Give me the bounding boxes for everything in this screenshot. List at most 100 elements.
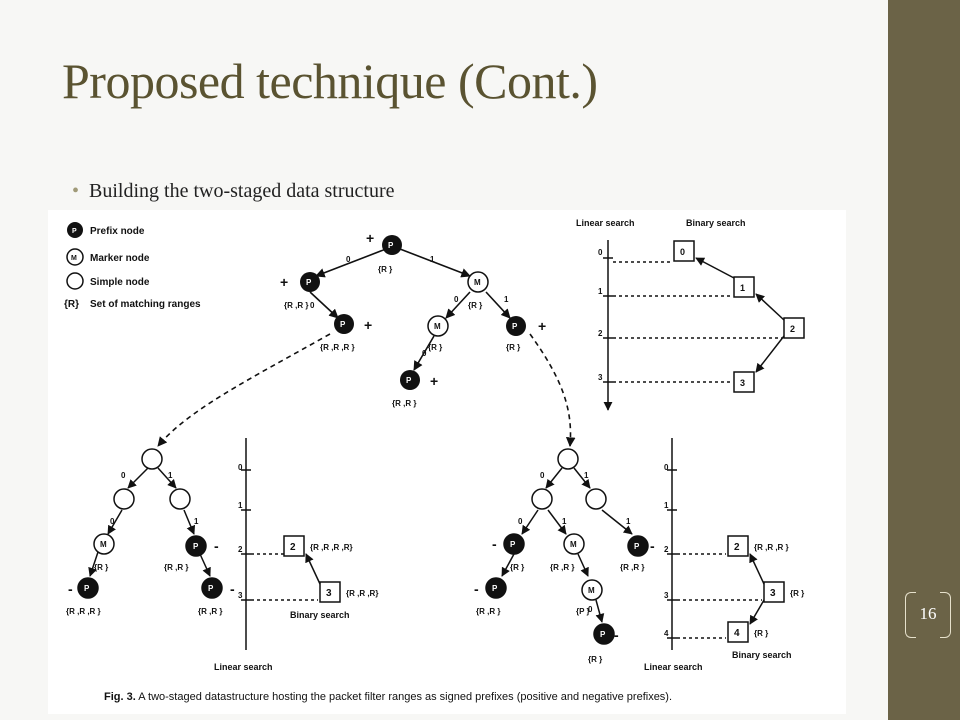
svg-text:3: 3 [664, 591, 669, 600]
legend-range-label: Set of matching ranges [90, 299, 201, 310]
legend-range-symbol: {R} [64, 299, 79, 310]
svg-text:+: + [364, 317, 372, 333]
figure-caption: Fig. 3. A two-staged datastructure hosti… [104, 691, 672, 703]
svg-text:{R }: {R } [506, 343, 520, 352]
svg-text:-: - [650, 538, 655, 554]
svg-text:{R ,R }: {R ,R } [392, 399, 416, 408]
bottom-left-binary-search-label: Binary search [290, 610, 350, 620]
svg-text:-: - [492, 536, 497, 552]
svg-text:0: 0 [454, 295, 459, 304]
svg-text:{R }: {R } [378, 265, 392, 274]
svg-text:+: + [538, 318, 546, 334]
legend-simple-node [66, 272, 84, 290]
svg-text:1: 1 [430, 255, 435, 264]
svg-text:{R ,R ,R ,R}: {R ,R ,R ,R} [310, 543, 353, 552]
svg-text:0: 0 [346, 255, 351, 264]
svg-text:{R ,R ,R }: {R ,R ,R } [754, 543, 789, 552]
svg-text:{R }: {R } [754, 629, 768, 638]
svg-text:M: M [570, 540, 577, 549]
svg-text:P: P [306, 278, 312, 287]
bottom-left-tree [77, 438, 341, 650]
svg-text:2: 2 [664, 545, 669, 554]
svg-text:M: M [71, 255, 77, 262]
caption-text: A two-staged datastructure hosting the p… [136, 691, 672, 703]
svg-text:2: 2 [790, 324, 795, 334]
bottom-right-binary-search-label: Binary search [732, 650, 792, 660]
legend-marker-label: Marker node [90, 253, 150, 264]
page-number-bracket-right [940, 592, 951, 638]
svg-text:M: M [588, 586, 595, 595]
svg-text:P: P [406, 376, 412, 385]
diagram-figure: P Prefix node M Marker node Simple node … [48, 210, 846, 714]
bottom-right-tree [485, 438, 785, 650]
svg-text:1: 1 [626, 517, 631, 526]
svg-text:0: 0 [121, 471, 126, 480]
top-tree-nodes [300, 235, 526, 390]
svg-text:{R }: {R } [468, 301, 482, 310]
svg-text:0: 0 [664, 463, 669, 472]
svg-text:1: 1 [504, 295, 509, 304]
bottom-left-linear-search-label: Linear search [214, 662, 273, 672]
svg-text:{R ,R }: {R ,R } [284, 301, 308, 310]
svg-text:-: - [474, 581, 479, 597]
svg-text:0: 0 [238, 463, 243, 472]
svg-text:P: P [72, 228, 77, 235]
svg-text:-: - [614, 627, 619, 643]
svg-text:0: 0 [680, 247, 685, 257]
svg-text:{R }: {R } [94, 563, 108, 572]
legend-prefix-label: Prefix node [90, 226, 145, 237]
caption-bold: Fig. 3. [104, 691, 136, 703]
bullet-icon: • [72, 180, 80, 202]
svg-text:4: 4 [664, 629, 669, 638]
top-binary-search-label: Binary search [686, 218, 746, 228]
svg-text:3: 3 [326, 588, 332, 599]
svg-text:0: 0 [310, 301, 315, 310]
svg-text:P: P [634, 542, 640, 551]
svg-text:{R }: {R } [588, 655, 602, 664]
top-tree [157, 248, 576, 447]
svg-text:1: 1 [194, 517, 199, 526]
svg-text:{R ,R ,R}: {R ,R ,R} [346, 589, 378, 598]
svg-text:2: 2 [290, 542, 296, 553]
svg-text:3: 3 [598, 373, 603, 382]
svg-text:{R ,R }: {R ,R } [164, 563, 188, 572]
svg-text:{R }: {R } [428, 343, 442, 352]
top-search: Linear search Binary search 01 23 01 23 [576, 218, 805, 411]
legend-prefix-node [67, 222, 83, 238]
svg-text:1: 1 [598, 287, 603, 296]
bullet-text: Building the two-staged data structure [89, 180, 395, 202]
svg-text:{R ,R }: {R ,R } [620, 563, 644, 572]
svg-text:P: P [84, 584, 90, 593]
svg-text:+: + [430, 373, 438, 389]
svg-text:P: P [193, 542, 199, 551]
svg-text:1: 1 [584, 471, 589, 480]
svg-text:{R ,R ,R }: {R ,R ,R } [66, 607, 101, 616]
svg-text:{P }: {P } [576, 607, 590, 616]
svg-text:{R }: {R } [510, 563, 524, 572]
svg-text:{R ,R }: {R ,R } [198, 607, 222, 616]
svg-text:P: P [510, 540, 516, 549]
svg-text:1: 1 [238, 501, 243, 510]
svg-text:1: 1 [562, 517, 567, 526]
svg-text:-: - [230, 581, 235, 597]
svg-text:-: - [68, 581, 73, 597]
top-linear-search-label: Linear search [576, 218, 635, 228]
svg-text:{R ,R ,R }: {R ,R ,R } [320, 343, 355, 352]
svg-text:2: 2 [238, 545, 243, 554]
svg-text:1: 1 [168, 471, 173, 480]
page-number-box: 16 [905, 592, 951, 638]
svg-text:1: 1 [740, 283, 745, 293]
svg-text:M: M [434, 322, 441, 331]
bullet-item: • Building the two-staged data structure [72, 180, 395, 203]
svg-text:-: - [214, 538, 219, 554]
page-number-bracket-left [905, 592, 916, 638]
legend: P Prefix node M Marker node Simple node … [64, 222, 201, 310]
svg-text:0: 0 [422, 349, 427, 358]
svg-text:0: 0 [598, 248, 603, 257]
svg-text:M: M [100, 540, 107, 549]
svg-text:{R }: {R } [790, 589, 804, 598]
svg-text:1: 1 [664, 501, 669, 510]
svg-text:0: 0 [518, 517, 523, 526]
bottom-right-linear-search-label: Linear search [644, 662, 703, 672]
